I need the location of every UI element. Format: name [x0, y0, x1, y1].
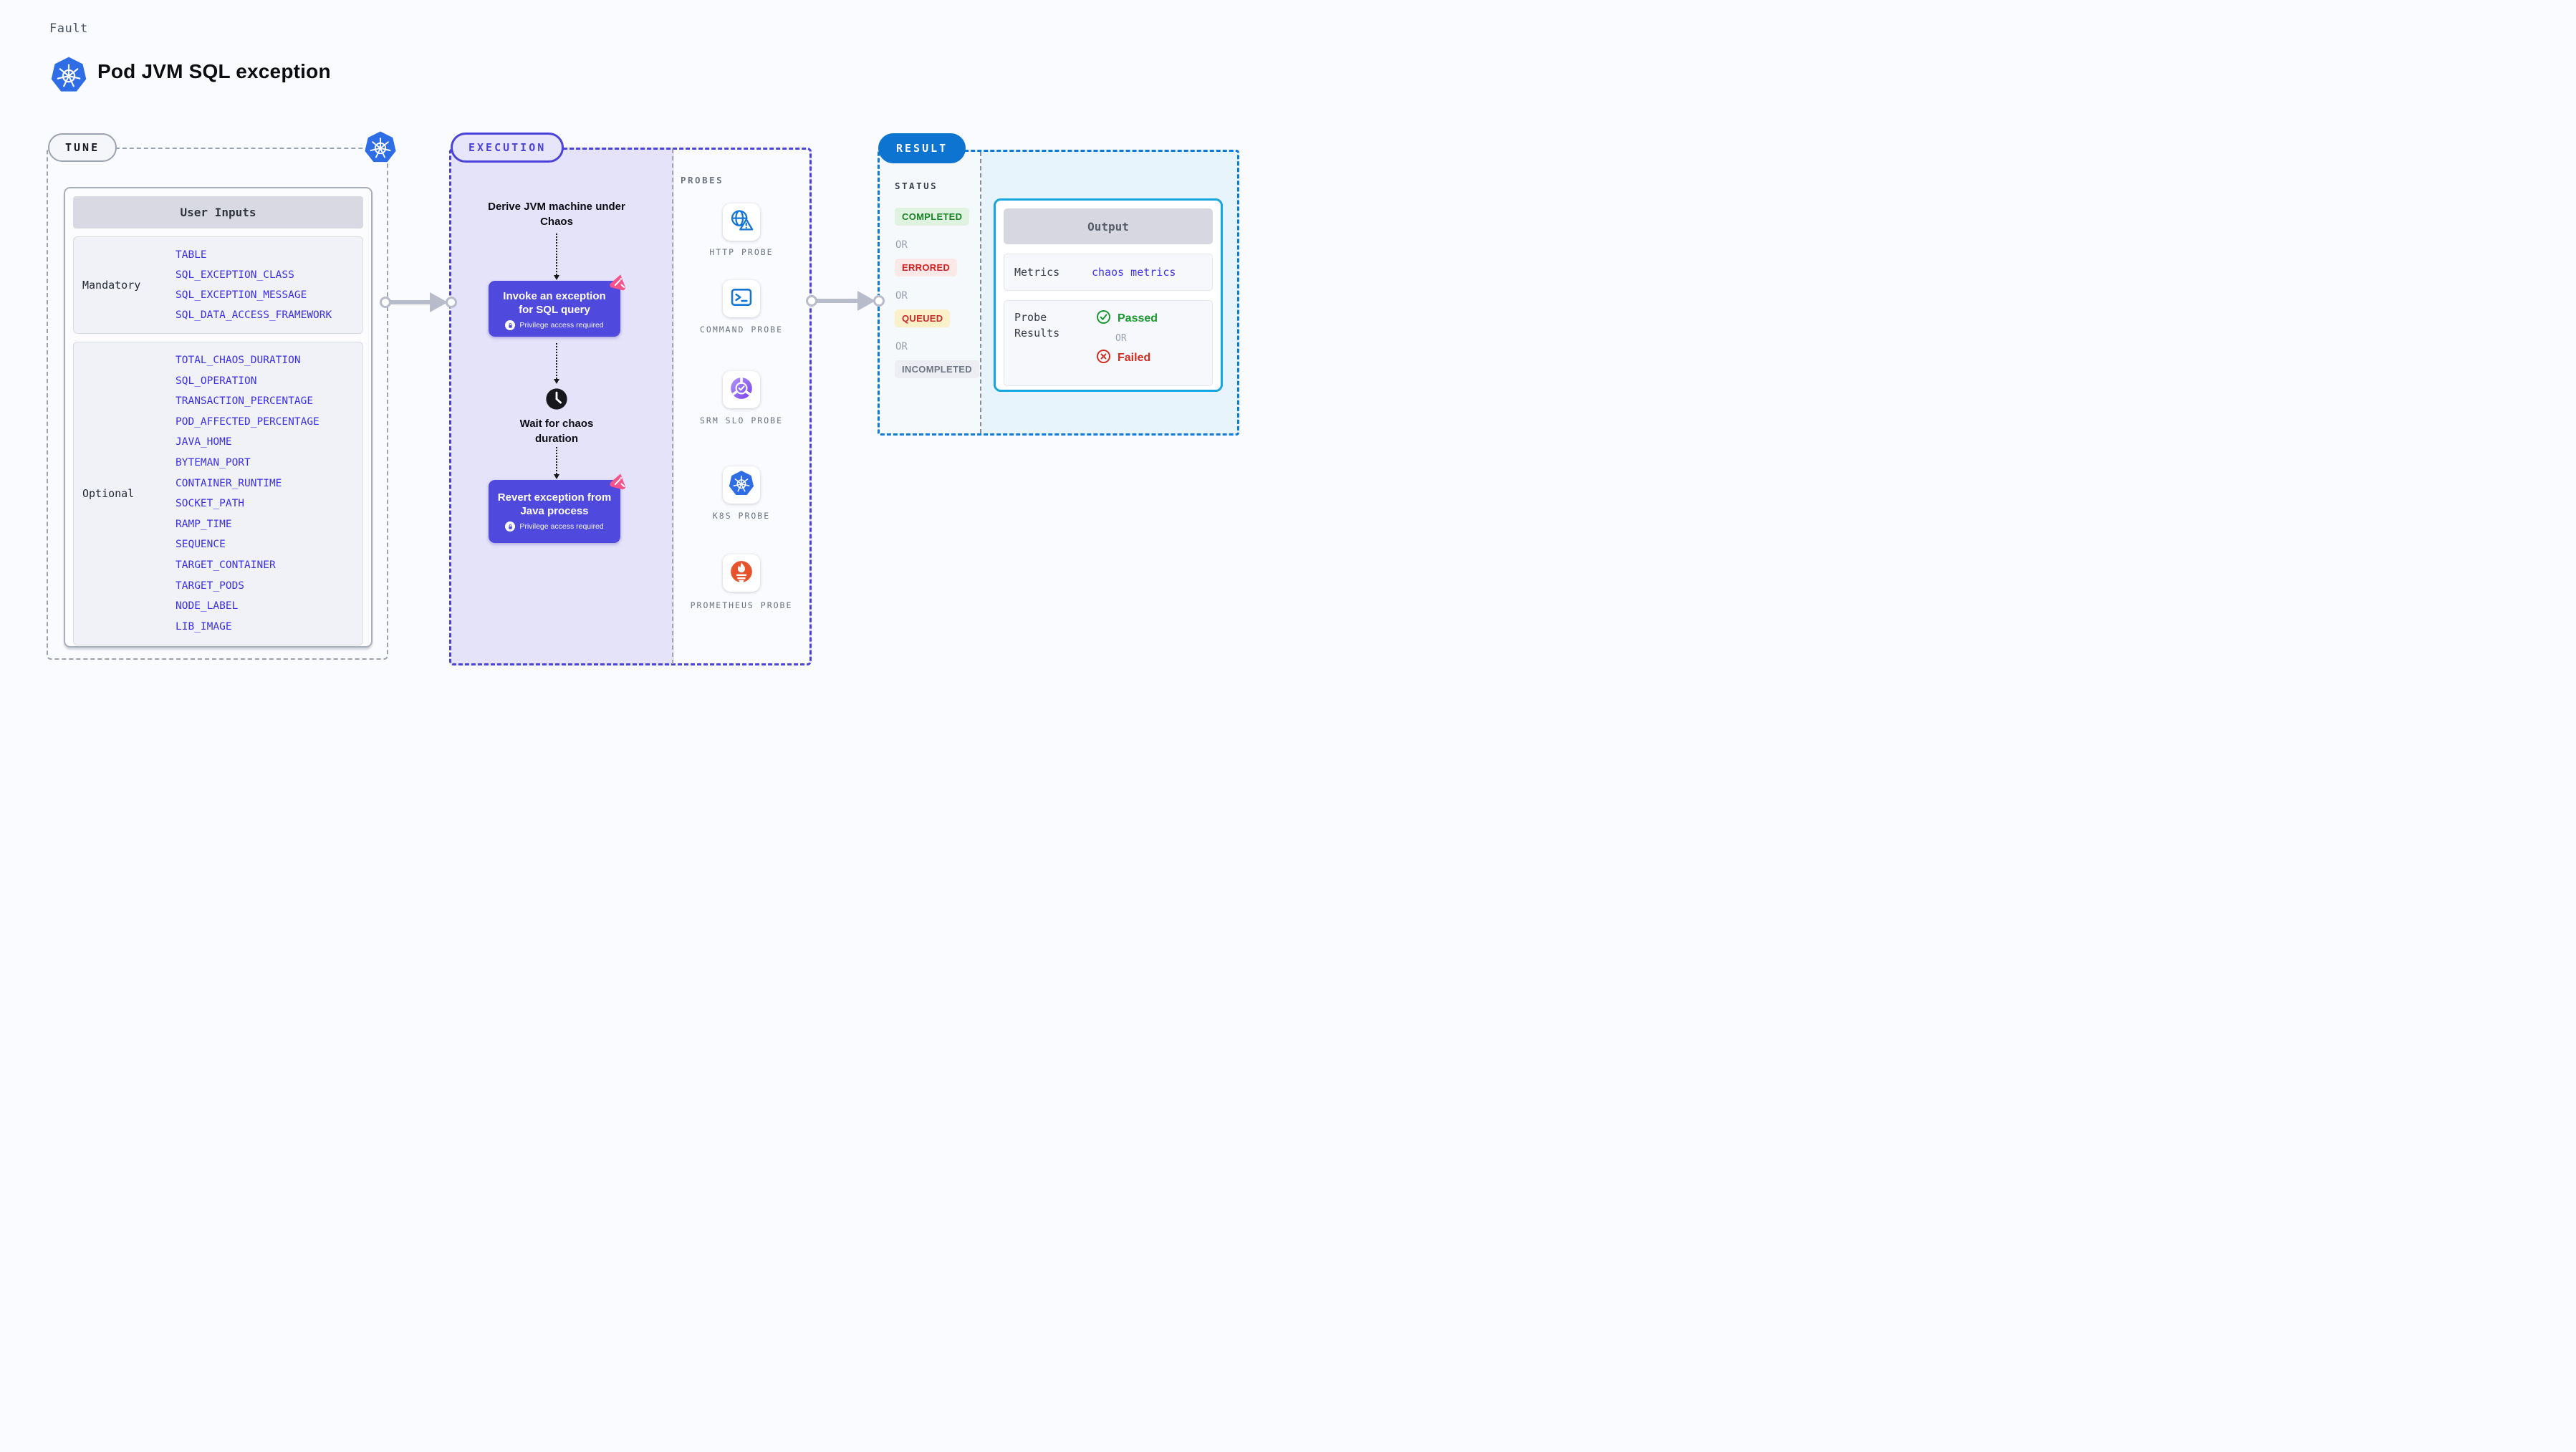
litmus-icon — [609, 472, 628, 491]
output-box: Output Metrics chaos metrics Probe Resul… — [994, 198, 1223, 392]
litmus-icon — [609, 273, 628, 292]
probes-heading: PROBES — [681, 175, 724, 186]
param-item: JAVA_HOME — [176, 436, 232, 448]
or-separator: OR — [895, 341, 908, 352]
lock-icon — [505, 521, 516, 532]
clock-icon — [544, 386, 569, 412]
privilege-note-text: Privilege access required — [519, 321, 604, 330]
revert-step-label: Revert exception from Java process — [497, 491, 612, 517]
param-item: BYTEMAN_PORT — [176, 456, 251, 468]
revert-exception-node: Revert exception from Java process Privi… — [489, 473, 625, 543]
metrics-row: Metrics chaos metrics — [1004, 254, 1213, 291]
probe-results-values: Passed OR Failed — [1092, 309, 1202, 377]
invoke-exception-node: Invoke an exception for SQL query Privil… — [489, 274, 625, 337]
failed-text: Failed — [1118, 352, 1151, 364]
param-item: CONTAINER_RUNTIME — [176, 477, 282, 489]
slo-gauge-check-icon — [728, 375, 755, 405]
flow-arrow-down — [554, 447, 559, 479]
param-item: SQL_DATA_ACCESS_FRAMEWORK — [176, 309, 332, 321]
srm-slo-probe-card — [723, 371, 760, 408]
lock-icon — [505, 320, 516, 330]
prometheus-probe-label: PROMETHEUS PROBE — [690, 600, 793, 610]
http-probe-label: HTTP PROBE — [709, 247, 774, 257]
param-item: TOTAL_CHAOS_DURATION — [176, 355, 301, 366]
tune-phase-pill: TUNE — [48, 133, 117, 162]
kubernetes-icon — [49, 56, 88, 95]
execution-probes-divider — [672, 149, 673, 664]
param-item: SQL_OPERATION — [176, 375, 257, 387]
check-circle-icon — [1096, 309, 1111, 328]
passed-text: Passed — [1118, 312, 1158, 324]
fault-eyebrow: Fault — [49, 21, 88, 36]
param-item: TRANSACTION_PERCENTAGE — [176, 395, 314, 408]
kubernetes-icon — [728, 470, 755, 501]
param-item: POD_AFFECTED_PERCENTAGE — [176, 415, 319, 428]
mandatory-label: Mandatory — [82, 279, 141, 292]
metrics-value: chaos metrics — [1092, 266, 1176, 279]
result-phase-pill: RESULT — [878, 133, 966, 163]
param-item: SQL_EXCEPTION_CLASS — [176, 269, 294, 281]
param-item: SOCKET_PATH — [176, 498, 245, 510]
or-separator: OR — [895, 290, 908, 302]
srm-slo-probe-label: SRM SLO PROBE — [699, 415, 783, 425]
derive-step-text: Derive JVM machine under Chaos — [488, 201, 625, 228]
metrics-label: Metrics — [1014, 266, 1060, 279]
mandatory-param-list: TABLE SQL_EXCEPTION_CLASS SQL_EXCEPTION_ME… — [176, 249, 362, 322]
command-probe-label: COMMAND PROBE — [699, 324, 783, 335]
user-inputs-table: User Inputs Mandatory TABLE SQL_EXCEPTION… — [64, 187, 373, 648]
passed-line: Passed — [1096, 309, 1158, 328]
status-badge-incompleted: INCOMPLETED — [895, 360, 979, 378]
param-item: LIB_IMAGE — [176, 620, 232, 633]
x-circle-icon — [1096, 349, 1111, 367]
page-title: Pod JVM SQL exception — [97, 60, 331, 82]
optional-label: Optional — [82, 486, 135, 500]
privilege-note: Privilege access required — [489, 320, 620, 330]
status-badge-queued: QUEUED — [895, 309, 951, 327]
flow-arrow-down — [554, 343, 559, 384]
or-separator: OR — [1115, 333, 1127, 344]
http-probe-card — [723, 203, 760, 241]
param-item: NODE_LABEL — [176, 600, 239, 612]
user-inputs-header: User Inputs — [73, 196, 363, 229]
probe-results-label: Probe Results — [1014, 311, 1060, 340]
globe-alert-icon — [729, 208, 754, 237]
param-item: RAMP_TIME — [176, 518, 232, 530]
k8s-probe-label: K8S PROBE — [712, 511, 771, 521]
flow-arrow-down — [554, 234, 559, 280]
optional-params-group: Optional TOTAL_CHAOS_DURATION SQL_OPERATI… — [73, 342, 363, 645]
or-separator: OR — [895, 239, 908, 251]
param-item: TABLE — [176, 249, 207, 261]
mandatory-params-group: Mandatory TABLE SQL_EXCEPTION_CLASS SQL_EX… — [73, 236, 363, 334]
param-item: SQL_EXCEPTION_MESSAGE — [176, 289, 307, 301]
prometheus-flame-icon — [728, 558, 755, 589]
status-badge-completed: COMPLETED — [895, 208, 970, 226]
tune-panel — [47, 148, 388, 660]
wait-step-text: Wait for chaos duration — [519, 418, 594, 445]
kubernetes-icon — [363, 130, 398, 165]
optional-param-list: TOTAL_CHAOS_DURATION SQL_OPERATION TRANSAC… — [176, 354, 362, 633]
status-column — [880, 152, 981, 433]
k8s-probe-card — [723, 466, 760, 504]
status-badge-errored: ERRORED — [895, 259, 958, 277]
privilege-note-text: Privilege access required — [519, 522, 604, 531]
fault-diagram: Fault Pod JVM SQL exception TUNE — [0, 0, 1288, 726]
status-heading: STATUS — [895, 181, 938, 191]
failed-line: Failed — [1096, 349, 1150, 367]
param-item: TARGET_PODS — [176, 580, 245, 592]
param-item: TARGET_CONTAINER — [176, 559, 276, 571]
command-probe-card — [723, 280, 760, 317]
execution-phase-pill: EXECUTION — [451, 133, 564, 163]
prometheus-probe-card — [723, 554, 760, 592]
param-item: SEQUENCE — [176, 539, 226, 551]
invoke-step-label: Invoke an exception for SQL query — [503, 290, 606, 316]
privilege-note: Privilege access required — [489, 521, 620, 532]
output-header: Output — [1004, 208, 1213, 244]
terminal-icon — [729, 284, 754, 314]
probe-results-row: Probe Results Passed OR — [1004, 300, 1213, 386]
